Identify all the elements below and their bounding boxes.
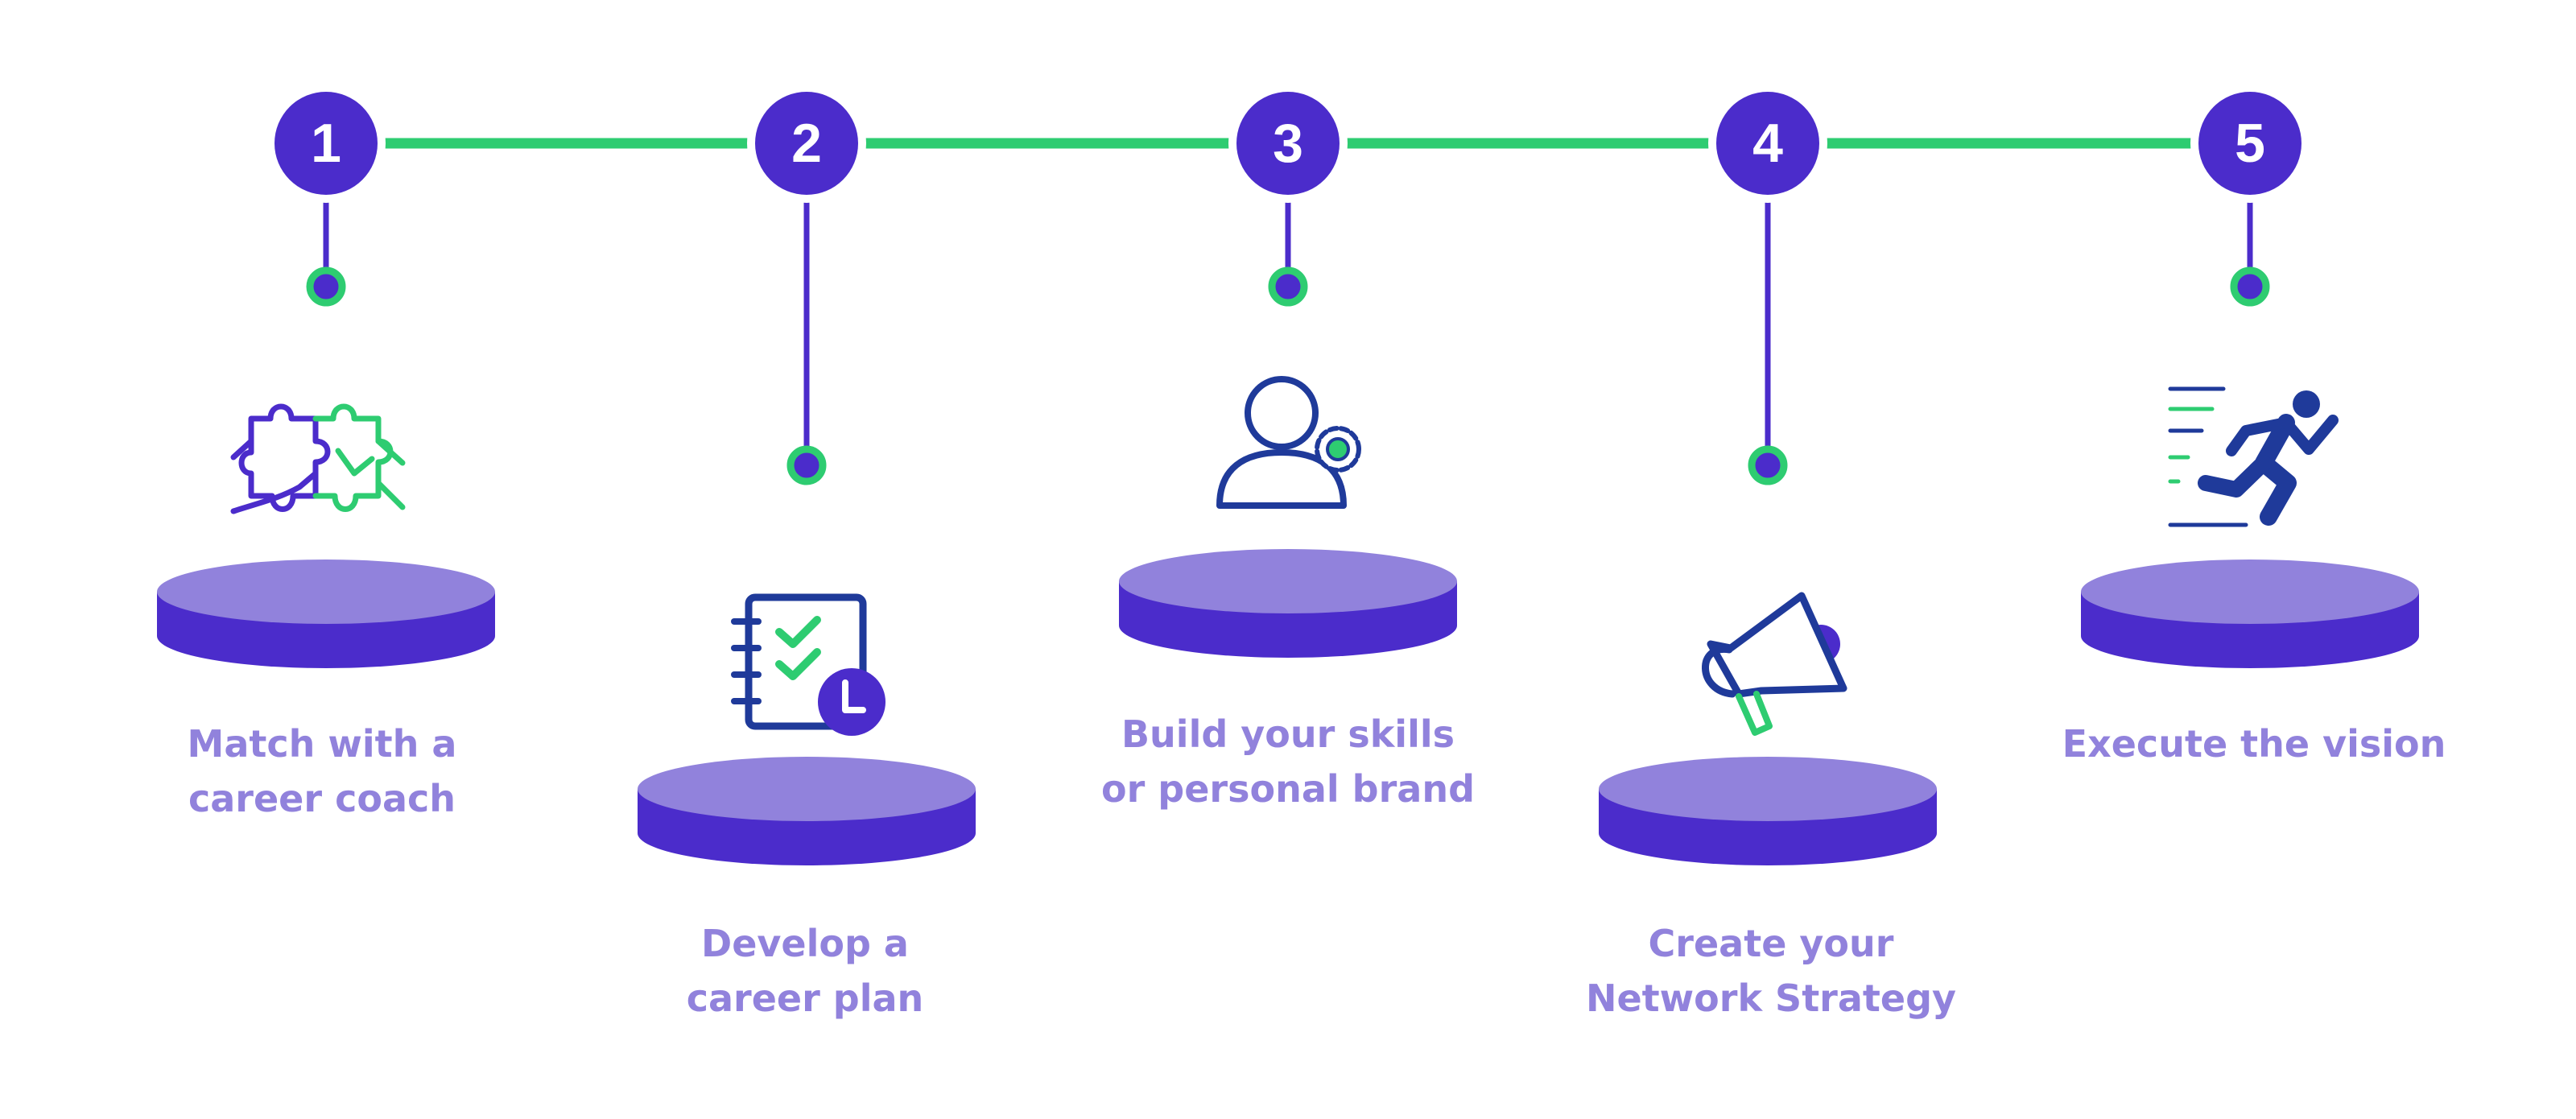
step-5-pedestal <box>2081 560 2419 668</box>
step-3-label-line-2: or personal brand <box>1101 767 1475 811</box>
step-1-pedestal <box>157 560 495 668</box>
step-3: 3 <box>1119 84 1457 658</box>
step-4-pedestal <box>1599 757 1937 865</box>
step-4-label-line-1: Create your <box>1648 922 1894 965</box>
step-5-label: Execute the vision <box>2029 716 2479 771</box>
step-1-label-line-1: Match with a <box>187 722 457 766</box>
checklist-clock-icon <box>731 593 886 736</box>
step-3-number: 3 <box>1273 113 1303 174</box>
step-1-number: 1 <box>311 113 341 174</box>
step-2: 2 <box>638 84 976 865</box>
step-3-label-line-1: Build your skills <box>1121 712 1455 756</box>
step-3-pedestal <box>1119 549 1457 658</box>
megaphone-icon <box>1702 592 1847 736</box>
step-2-label-line-2: career plan <box>686 977 924 1020</box>
running-person-icon <box>2168 386 2339 527</box>
step-2-number-badge <box>755 92 858 195</box>
step-5-stem-dot <box>2230 266 2270 307</box>
step-4-number: 4 <box>1752 113 1783 174</box>
step-5-number-badge <box>2198 92 2301 195</box>
step-2-pedestal <box>638 757 976 865</box>
step-4: 4 <box>1599 84 1937 865</box>
step-4-label-line-2: Network Strategy <box>1585 977 1957 1020</box>
step-3-label: Build your skills or personal brand <box>1063 707 1513 816</box>
step-5: 5 <box>2081 84 2419 668</box>
step-4-number-badge <box>1716 92 1819 195</box>
step-1: 1 <box>157 84 495 668</box>
step-4-stem-dot <box>1748 445 1788 485</box>
step-3-stem-dot <box>1268 266 1308 307</box>
step-5-number: 5 <box>2235 113 2265 174</box>
step-4-label: Create your Network Strategy <box>1546 916 1996 1026</box>
step-5-label-line-1: Execute the vision <box>2062 722 2446 766</box>
step-1-label-line-2: career coach <box>188 777 456 820</box>
puzzle-pieces-icon <box>230 403 406 514</box>
step-2-number: 2 <box>791 113 822 174</box>
step-2-label-line-1: Develop a <box>701 922 909 965</box>
person-gear-icon <box>1216 376 1361 509</box>
step-2-label: Develop a career plan <box>580 916 1030 1026</box>
step-3-number-badge <box>1236 92 1340 195</box>
step-1-stem-dot <box>306 266 346 307</box>
step-1-number-badge <box>275 92 378 195</box>
step-2-stem-dot <box>786 445 827 485</box>
step-1-label: Match with a career coach <box>97 716 547 826</box>
